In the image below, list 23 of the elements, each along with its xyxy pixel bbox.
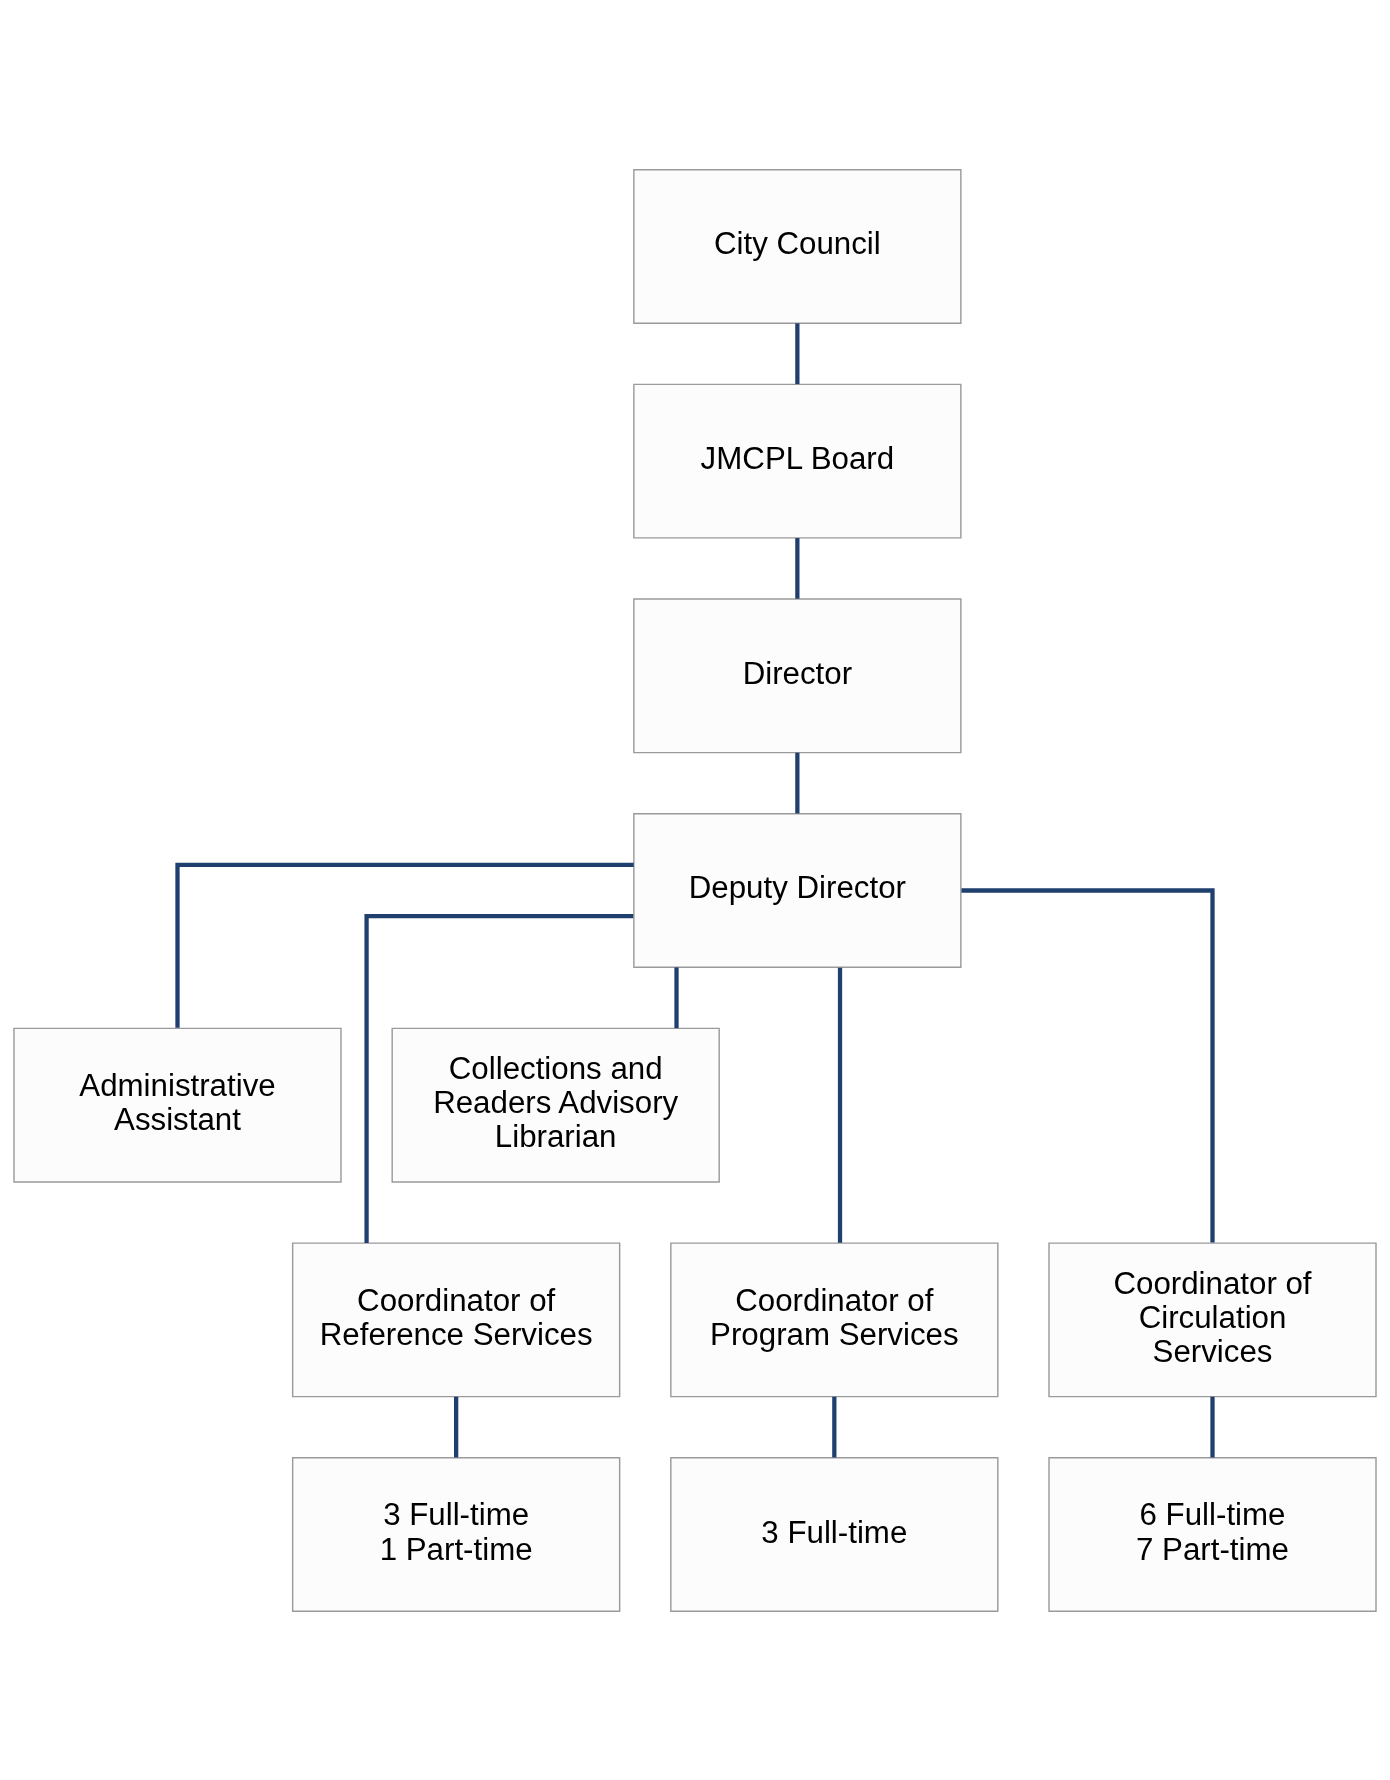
connector [175,862,634,1028]
node-box: 6 Full-time 7 Part-time [1048,1456,1377,1612]
node-box: Director [633,597,962,753]
node-box: Collections and Readers Advisory Librarian [391,1027,720,1183]
connector [795,537,800,599]
connector [1210,1396,1215,1457]
connector [832,1396,837,1457]
connector [961,887,1215,1243]
connector [837,967,843,1243]
connector [795,752,800,813]
node-box: Deputy Director [633,812,962,968]
node-box: JMCPL Board [633,383,962,539]
node-box: Coordinator of Circulation Services [1048,1241,1377,1397]
node-box: 3 Full-time [670,1456,999,1612]
node-box: Administrative Assistant [13,1027,342,1183]
node-box: 3 Full-time 1 Part-time [291,1456,621,1612]
connector [364,913,634,1243]
node-box: City Council [633,168,962,324]
node-box: Coordinator of Program Services [670,1241,999,1397]
node-box: Coordinator of Reference Services [291,1241,621,1397]
connector [795,322,800,384]
connector [454,1396,459,1457]
connector [674,966,679,1028]
